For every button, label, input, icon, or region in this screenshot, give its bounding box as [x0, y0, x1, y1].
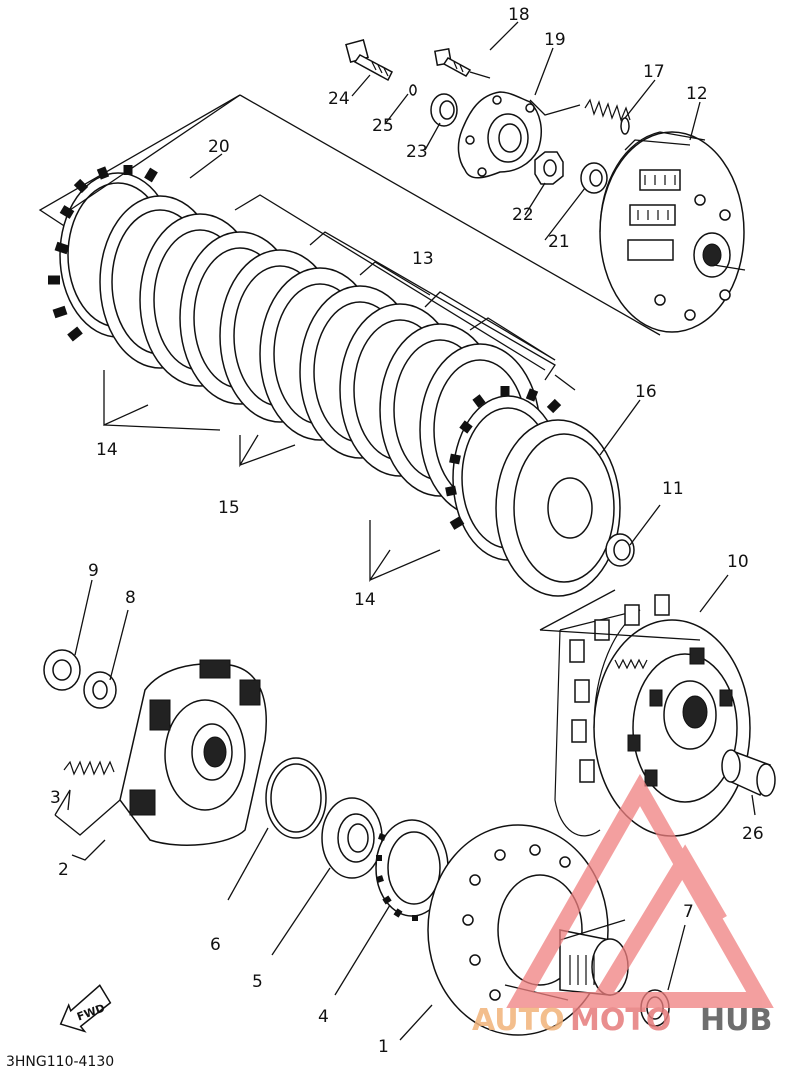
part-1-drum [427, 824, 629, 1036]
clutch-plate-stack [99, 195, 564, 561]
part-24-bolt [345, 39, 393, 82]
watermark-moto-text: MOTO [570, 1003, 671, 1038]
leader-lines [189, 21, 701, 241]
part-5-bearing [321, 797, 383, 879]
part-10-housing [554, 594, 751, 837]
part-8-washer [83, 671, 117, 709]
label-6: 6 [210, 935, 221, 955]
automotohub-watermark-logo [506, 773, 774, 1008]
part-25-washer [409, 84, 417, 96]
watermark-hub-text: HUB [700, 1003, 772, 1038]
label-1: 1 [378, 1037, 389, 1057]
part-3-spring [63, 760, 115, 776]
label-5: 5 [252, 972, 263, 992]
label-15: 15 [218, 498, 240, 518]
part-26-collar [721, 749, 776, 797]
label-21: 21 [548, 232, 570, 252]
automotohub-watermark-text: AUTO MOTO HUB [472, 1003, 772, 1038]
label-2: 2 [58, 860, 69, 880]
diagram-code: 3HNG110-4130 [6, 1054, 114, 1070]
part-23-bearing [430, 93, 458, 127]
fwd-arrow: FWD [59, 984, 112, 1033]
part-labels: 1 2 3 4 5 6 7 8 9 10 11 12 13 14 14 15 1… [50, 5, 764, 1057]
label-22: 22 [512, 205, 534, 225]
label-7: 7 [683, 902, 694, 922]
label-3: 3 [50, 788, 61, 808]
part-17-spring [584, 98, 631, 135]
label-13: 13 [412, 249, 434, 269]
part-22-nut [534, 151, 564, 185]
part-4-one-way-clutch [375, 819, 449, 921]
watermark-auto-text: AUTO [472, 1003, 565, 1038]
part-16-plate [495, 419, 621, 597]
label-24: 24 [328, 89, 350, 109]
label-8: 8 [125, 588, 136, 608]
label-10: 10 [727, 552, 749, 572]
label-14-right: 14 [354, 590, 376, 610]
label-25: 25 [372, 116, 394, 136]
label-4: 4 [318, 1007, 329, 1027]
label-16: 16 [635, 382, 657, 402]
label-12: 12 [686, 84, 708, 104]
part-11-circlip [605, 533, 635, 567]
part-12-pressure-plate [599, 131, 745, 333]
part-18-bolt [434, 48, 472, 77]
label-11: 11 [662, 479, 684, 499]
label-26: 26 [742, 824, 764, 844]
label-14-left: 14 [96, 440, 118, 460]
part-21-washer [580, 162, 608, 194]
part-2-primary-clutch [119, 659, 267, 846]
part-19-plate [457, 91, 542, 179]
label-20: 20 [208, 137, 230, 157]
label-17: 17 [643, 62, 665, 82]
label-9: 9 [88, 561, 99, 581]
part-6-ring [265, 757, 327, 839]
label-23: 23 [406, 142, 428, 162]
label-19: 19 [544, 30, 566, 50]
part-9-nut [43, 649, 81, 691]
label-18: 18 [508, 5, 530, 25]
